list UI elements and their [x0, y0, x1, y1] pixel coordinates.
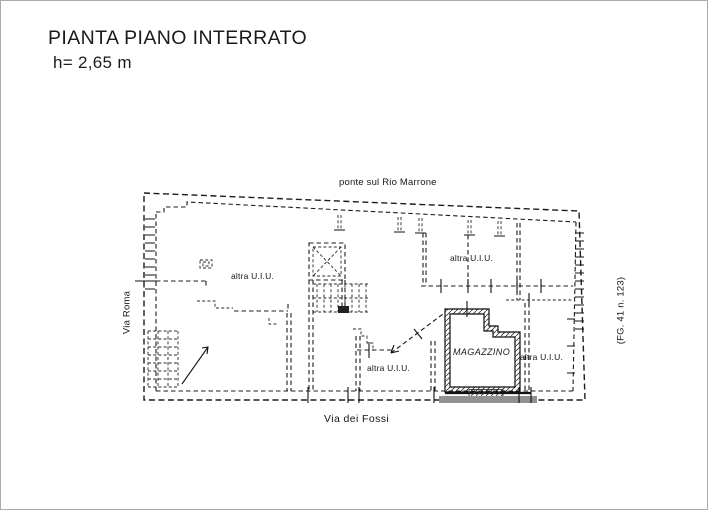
ceiling-height-note: h= 2,65 m	[53, 53, 132, 72]
sidewalk-strip	[439, 396, 537, 403]
room-label-magazzino: MAGAZZINO	[453, 347, 511, 357]
street-label-via-dei-fossi: Via dei Fossi	[324, 413, 390, 425]
right-wall-hatching	[567, 232, 584, 374]
cadastral-reference-label: (FG. 41 n. 123)	[615, 276, 627, 345]
lower-right-partitions	[524, 303, 530, 391]
street-label-via-roma: Via Roma	[121, 290, 133, 335]
upper-room-partitions	[421, 223, 573, 307]
top-partition-stubs	[334, 215, 505, 237]
elevator-shaft	[308, 242, 346, 281]
room-label-altra-uiu-upper-right: altra U.I.U.	[450, 253, 494, 263]
left-wall-hatching	[135, 218, 159, 290]
lower-center-room	[355, 313, 444, 391]
room-label-altra-uiu-upper-left: altra U.I.U.	[231, 271, 275, 281]
left-wing-walls	[156, 259, 289, 325]
room-label-altra-uiu-lower-right: altra U.I.U.	[520, 352, 564, 362]
bottom-left-staircase	[147, 330, 209, 388]
magazzino-room	[439, 301, 537, 403]
room-label-altra-uiu-lower-center: altra U.I.U.	[367, 363, 411, 373]
central-staircase	[313, 283, 374, 351]
bottom-wall-ticks	[307, 387, 532, 403]
outer-boundary	[143, 192, 586, 401]
central-partitions	[286, 280, 346, 391]
street-label-ponte: ponte sul Rio Marrone	[339, 177, 437, 188]
page-title: PIANTA PIANO INTERRATO	[48, 27, 308, 49]
